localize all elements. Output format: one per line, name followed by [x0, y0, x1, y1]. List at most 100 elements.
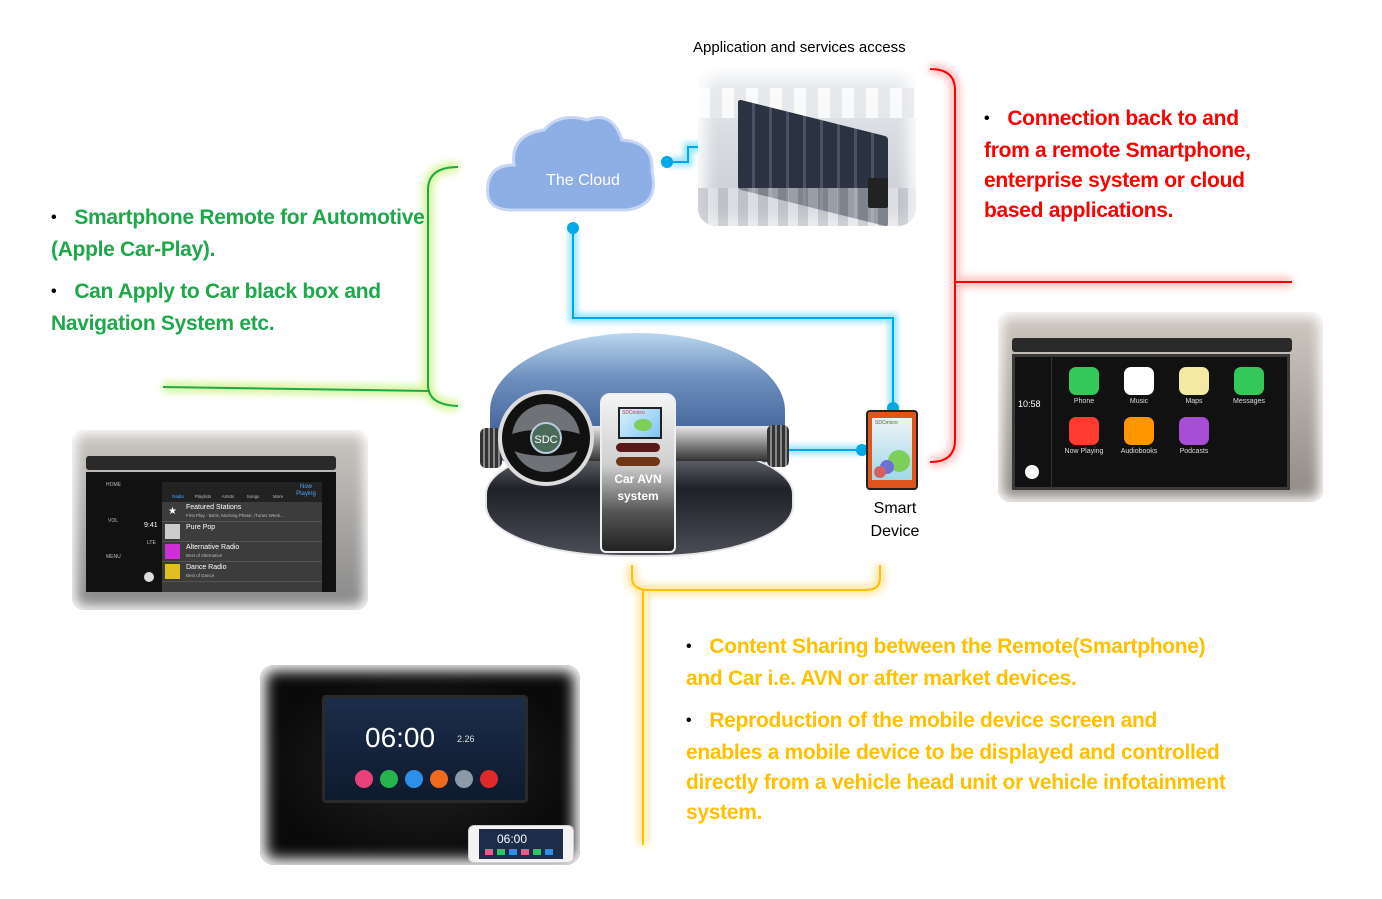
station-thumbnail — [165, 524, 180, 539]
station-title: Pure Pop — [186, 524, 216, 531]
radio-tab-more[interactable]: More — [272, 494, 284, 499]
smart-device-label: Smart Device — [857, 497, 933, 543]
station-subtitle: First Play - Beck, Morning Phase, iTunes… — [186, 513, 284, 518]
bottom-notes: •Content Sharing between the Remote(Smar… — [686, 632, 1231, 840]
audiobooks-icon — [1124, 417, 1154, 445]
carplay-app-label: Audiobooks — [1120, 448, 1158, 455]
now-playing-link[interactable]: Now Playing — [296, 484, 316, 497]
carplay-app-phone[interactable]: Phone — [1059, 367, 1109, 413]
cloud-label: The Cloud — [546, 172, 620, 189]
radio-station-row[interactable]: Pure Pop — [162, 522, 322, 542]
carplay-app-label: Music — [1129, 398, 1149, 405]
android-screen: 06:00 2.26 — [322, 695, 528, 803]
carplay-radio-unit: HOME VOL MENU 9:41 LTE Radio Playlists Art… — [72, 430, 368, 610]
star-icon: ★ — [168, 506, 177, 517]
podcasts-icon — [1179, 417, 1209, 445]
smart-device-label-line1: Smart — [873, 500, 917, 517]
green-bracket — [162, 162, 459, 411]
carplay-app-label: Now Playing — [1064, 448, 1104, 455]
avn-label-line2: system — [617, 489, 659, 503]
station-title: Featured Stations — [186, 504, 242, 511]
carplay-clock: 10:58 — [1018, 399, 1041, 409]
now-playing-icon — [1069, 417, 1099, 445]
right-notes: •Connection back to and from a remote Sm… — [984, 104, 1269, 238]
carplay-app-music[interactable]: Music — [1114, 367, 1164, 413]
station-subtitle: Best of Dance — [186, 573, 215, 578]
orange-bracket — [627, 565, 885, 845]
left-notes: •Smartphone Remote for Automotive (Apple… — [51, 203, 431, 351]
bottom-note-1: •Content Sharing between the Remote(Smar… — [686, 635, 1206, 690]
carplay-app-maps[interactable]: Maps — [1169, 367, 1219, 413]
side-button-home[interactable]: HOME — [106, 482, 121, 488]
red-bracket — [929, 64, 1292, 467]
bullet: • — [984, 110, 990, 127]
smart-device-brand: SDCmicro — [875, 420, 898, 426]
bullet: • — [51, 209, 57, 226]
phone-clock: 06:00 — [497, 832, 528, 846]
steering-wheel-icon: SDC — [498, 390, 594, 486]
android-unit: 06:00 2.26 06:00 — [260, 665, 580, 865]
carplay-app-label: Maps — [1185, 398, 1203, 405]
bullet: • — [686, 638, 692, 655]
side-button-vol[interactable]: VOL — [108, 518, 119, 524]
radio-home-button[interactable] — [144, 572, 154, 582]
radio-tab-playlists[interactable]: Playlists — [194, 494, 212, 499]
phone-icon — [1069, 367, 1099, 395]
radio-tab-artists[interactable]: Artists — [221, 494, 235, 499]
android-app-icon[interactable] — [355, 770, 373, 788]
android-clock: 06:00 — [365, 722, 436, 753]
carplay-app-podcasts[interactable]: Podcasts — [1169, 417, 1219, 463]
avn-screen: SDCmicro — [618, 407, 662, 439]
left-note-2: •Can Apply to Car black box and Navigati… — [51, 280, 381, 335]
smart-device-icon: SDCmicro — [866, 410, 918, 490]
datacenter-caption: Application and services access — [693, 39, 906, 56]
station-subtitle: Best of Alternative — [186, 553, 223, 558]
carplay-home-button[interactable] — [1025, 465, 1039, 479]
side-button-menu[interactable]: MENU — [106, 554, 121, 560]
cloud-icon — [486, 116, 655, 212]
car-dashboard: SDC SDCmicro Car AVN system — [480, 333, 795, 557]
left-note-1: •Smartphone Remote for Automotive (Apple… — [51, 206, 425, 261]
link-node — [856, 444, 868, 456]
android-app-icon[interactable] — [405, 770, 423, 788]
smart-device-label-line2: Device — [870, 523, 920, 540]
bullet: • — [686, 712, 692, 729]
mirrored-phone: 06:00 — [468, 825, 574, 863]
android-app-icon[interactable] — [380, 770, 398, 788]
maps-icon — [1179, 367, 1209, 395]
carplay-app-label: Podcasts — [1179, 448, 1209, 455]
datacenter-photo — [698, 68, 916, 226]
station-thumbnail — [165, 544, 180, 559]
station-title: Dance Radio — [186, 564, 227, 571]
radio-tab-radio[interactable]: Radio — [172, 494, 184, 499]
carplay-app-messages[interactable]: Messages — [1224, 367, 1274, 413]
wheel-badge: SDC — [530, 422, 562, 454]
carplay-app-audiobooks[interactable]: Audiobooks — [1114, 417, 1164, 463]
android-app-icon[interactable] — [455, 770, 473, 788]
music-icon — [1124, 367, 1154, 395]
radio-tab-songs[interactable]: Songs — [246, 494, 260, 499]
avn-brand: SDCmicro — [622, 410, 645, 416]
right-note-1: •Connection back to and from a remote Sm… — [984, 107, 1251, 222]
bullet: • — [51, 283, 57, 300]
link-node — [567, 222, 579, 234]
android-app-icon[interactable] — [480, 770, 498, 788]
avn-unit: SDCmicro Car AVN system — [600, 393, 676, 553]
radio-network: LTE — [147, 540, 156, 546]
bottom-note-2: •Reproduction of the mobile device scree… — [686, 709, 1226, 824]
carplay-app-now-playing[interactable]: Now Playing — [1059, 417, 1109, 463]
carplay-radio-screen: HOME VOL MENU 9:41 LTE Radio Playlists Art… — [86, 472, 336, 592]
carplay-app-label: Messages — [1233, 398, 1265, 405]
radio-clock: 9:41 — [144, 522, 158, 529]
avn-label: Car AVN system — [602, 471, 674, 505]
link-node — [661, 156, 673, 168]
messages-icon — [1234, 367, 1264, 395]
station-thumbnail — [165, 564, 180, 579]
avn-label-line1: Car AVN — [614, 472, 662, 486]
android-app-icon[interactable] — [430, 770, 448, 788]
